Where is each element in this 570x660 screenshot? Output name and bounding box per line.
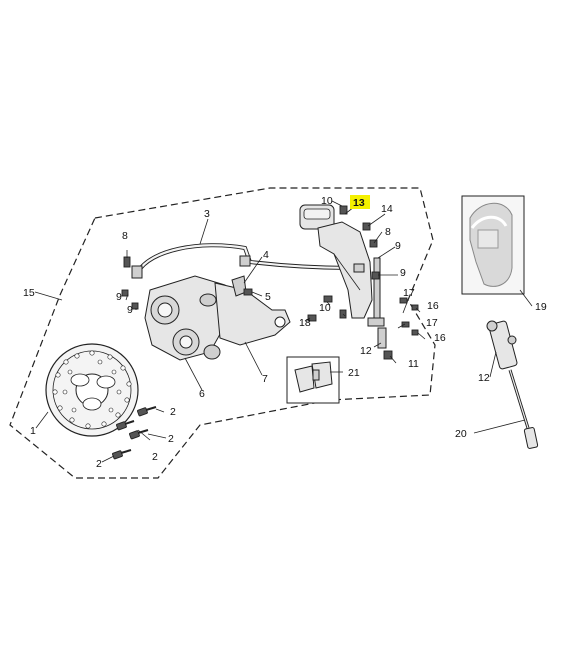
label-15: 15 [23, 287, 35, 299]
hose-fitting-mid [239, 255, 251, 267]
label-4: 4 [263, 249, 269, 261]
caliper-bracket [214, 282, 291, 346]
label-17a: 17 [403, 287, 415, 299]
label-5: 5 [265, 291, 271, 303]
master-cylinder-rod [486, 320, 539, 449]
label-10b: 10 [321, 195, 333, 207]
label-12a: 12 [360, 345, 372, 357]
label-8a: 8 [122, 230, 128, 242]
label-3: 3 [204, 208, 210, 220]
label-7: 7 [262, 373, 268, 385]
hose-fitting-left [131, 265, 143, 279]
label-6: 6 [199, 388, 205, 400]
master-cylinder [299, 204, 387, 349]
label-14: 14 [381, 203, 393, 215]
label-20: 20 [455, 428, 467, 440]
brake-disc [45, 343, 139, 437]
brake-pads [286, 356, 340, 404]
label-9b: 9 [127, 304, 133, 316]
label-8b: 8 [385, 226, 391, 238]
label-17b: 17 [426, 317, 438, 329]
label-11: 11 [408, 358, 419, 370]
lever-cover-inset [461, 195, 525, 295]
label-13: 13 [353, 197, 365, 209]
label-2c: 2 [152, 451, 158, 463]
part-labels: 15 1 2 2 2 2 3 4 5 6 7 8 8 9 9 9 9 10 10… [23, 195, 547, 470]
label-16a: 16 [427, 300, 439, 312]
label-16b: 16 [434, 332, 446, 344]
disc-bolts [112, 406, 157, 460]
brake-caliper [144, 275, 229, 361]
label-18: 18 [299, 317, 311, 329]
label-12b: 12 [478, 372, 490, 384]
label-9c: 9 [395, 240, 401, 252]
highlight-13 [350, 195, 370, 209]
label-2d: 2 [96, 458, 102, 470]
label-9a: 9 [116, 291, 122, 303]
label-1: 1 [30, 425, 36, 437]
label-19: 19 [535, 301, 547, 313]
label-2b: 2 [168, 433, 174, 445]
label-9d: 9 [400, 267, 406, 279]
assembly-boundary [9, 187, 436, 479]
label-2a: 2 [170, 406, 176, 418]
label-21: 21 [348, 367, 360, 379]
label-10a: 10 [319, 302, 331, 314]
